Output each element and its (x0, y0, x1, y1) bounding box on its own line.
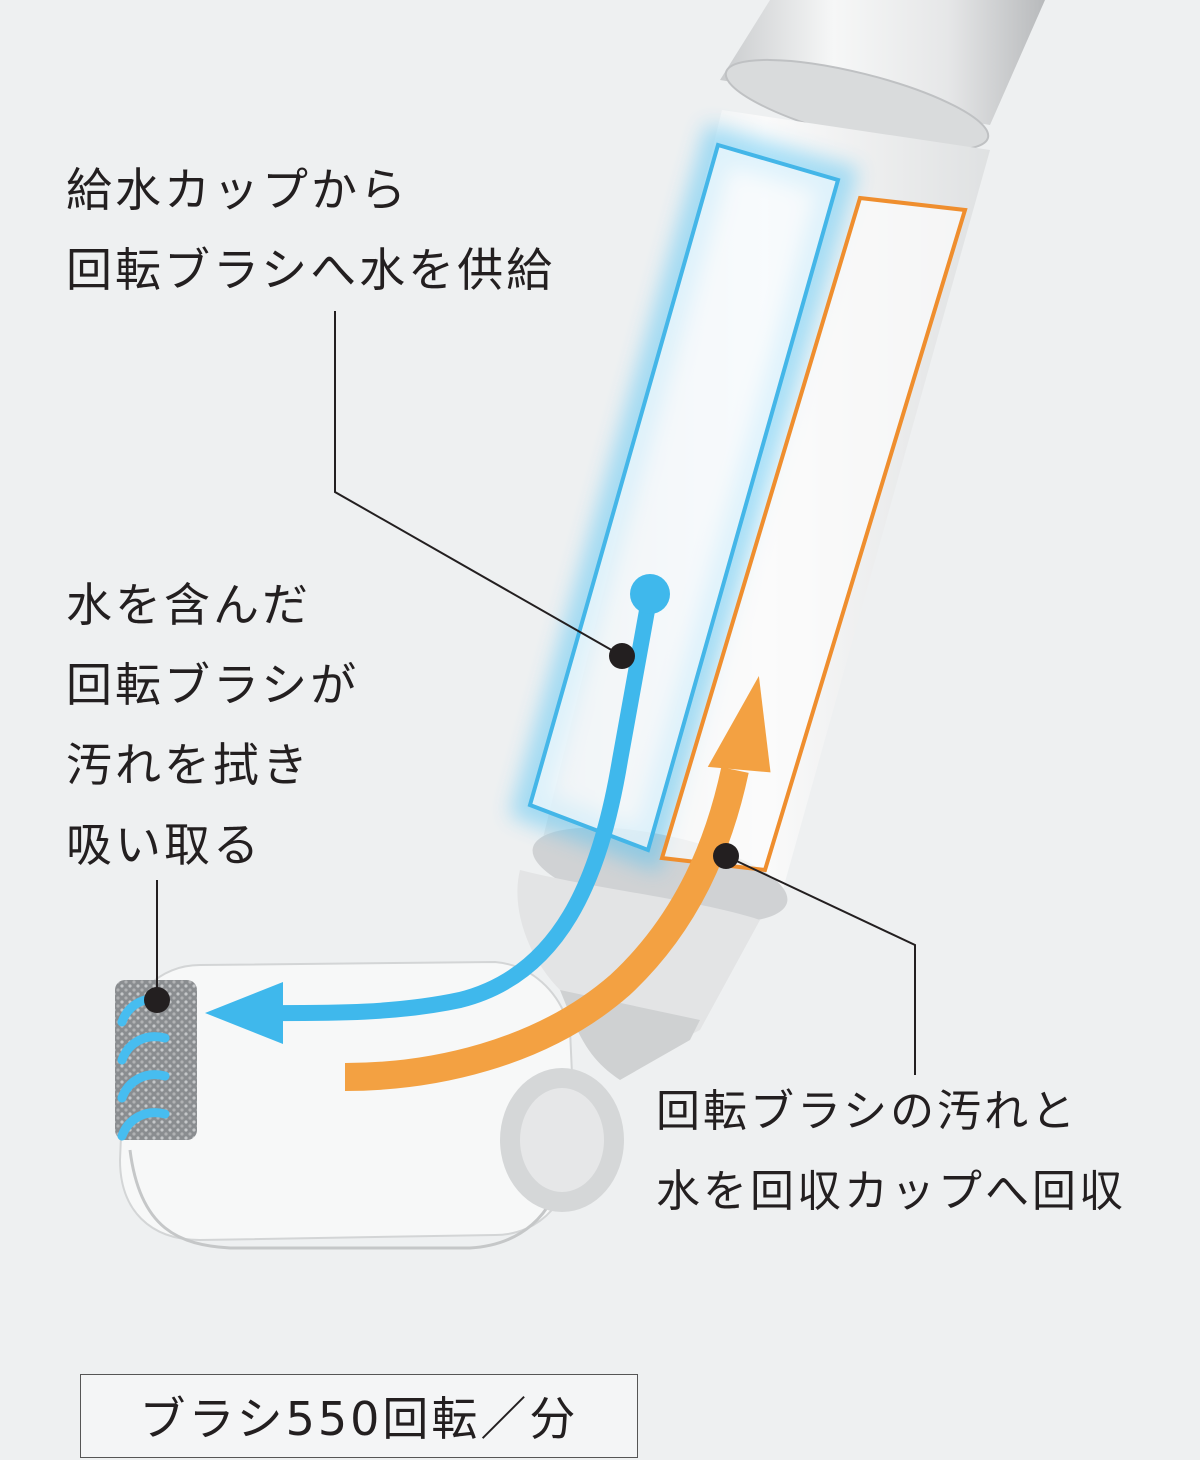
collection-callout: 回転ブラシの汚れと 水を回収カップへ回収 (656, 1072, 1126, 1232)
callout-line: 回転ブラシへ水を供給 (66, 243, 556, 297)
brush-wipe-callout: 水を含んだ 回転ブラシが 汚れを拭き 吸い取る (66, 565, 359, 885)
callout-line: 給水カップから (66, 163, 409, 217)
callout-line: 回転ブラシが (66, 658, 360, 712)
handle-pipe (720, 0, 1045, 152)
callout-line: 水を含んだ (66, 578, 311, 632)
water-supply-cup (509, 123, 859, 873)
supply-leader-dot (609, 643, 635, 669)
brush-leader-dot (144, 987, 170, 1013)
collection-cup (659, 195, 968, 873)
collection-leader-dot (713, 843, 739, 869)
brush-spray (117, 994, 170, 1141)
callout-line: 回転ブラシの汚れと (656, 1086, 1079, 1137)
dirt-flow (344, 676, 771, 1091)
collection-leader (725, 855, 916, 1075)
supply-leader (334, 311, 623, 657)
water-flow (205, 574, 670, 1044)
callout-line: 汚れを拭き (66, 738, 311, 792)
callout-line: 吸い取る (66, 818, 262, 872)
callout-line: 水を回収カップへ回収 (656, 1166, 1126, 1217)
water-supply-callout: 給水カップから 回転ブラシへ水を供給 (66, 150, 555, 310)
brush-speed-label: ブラシ550回転／分 (80, 1374, 638, 1458)
leader-lines (156, 311, 916, 1075)
floor-head (115, 960, 624, 1250)
